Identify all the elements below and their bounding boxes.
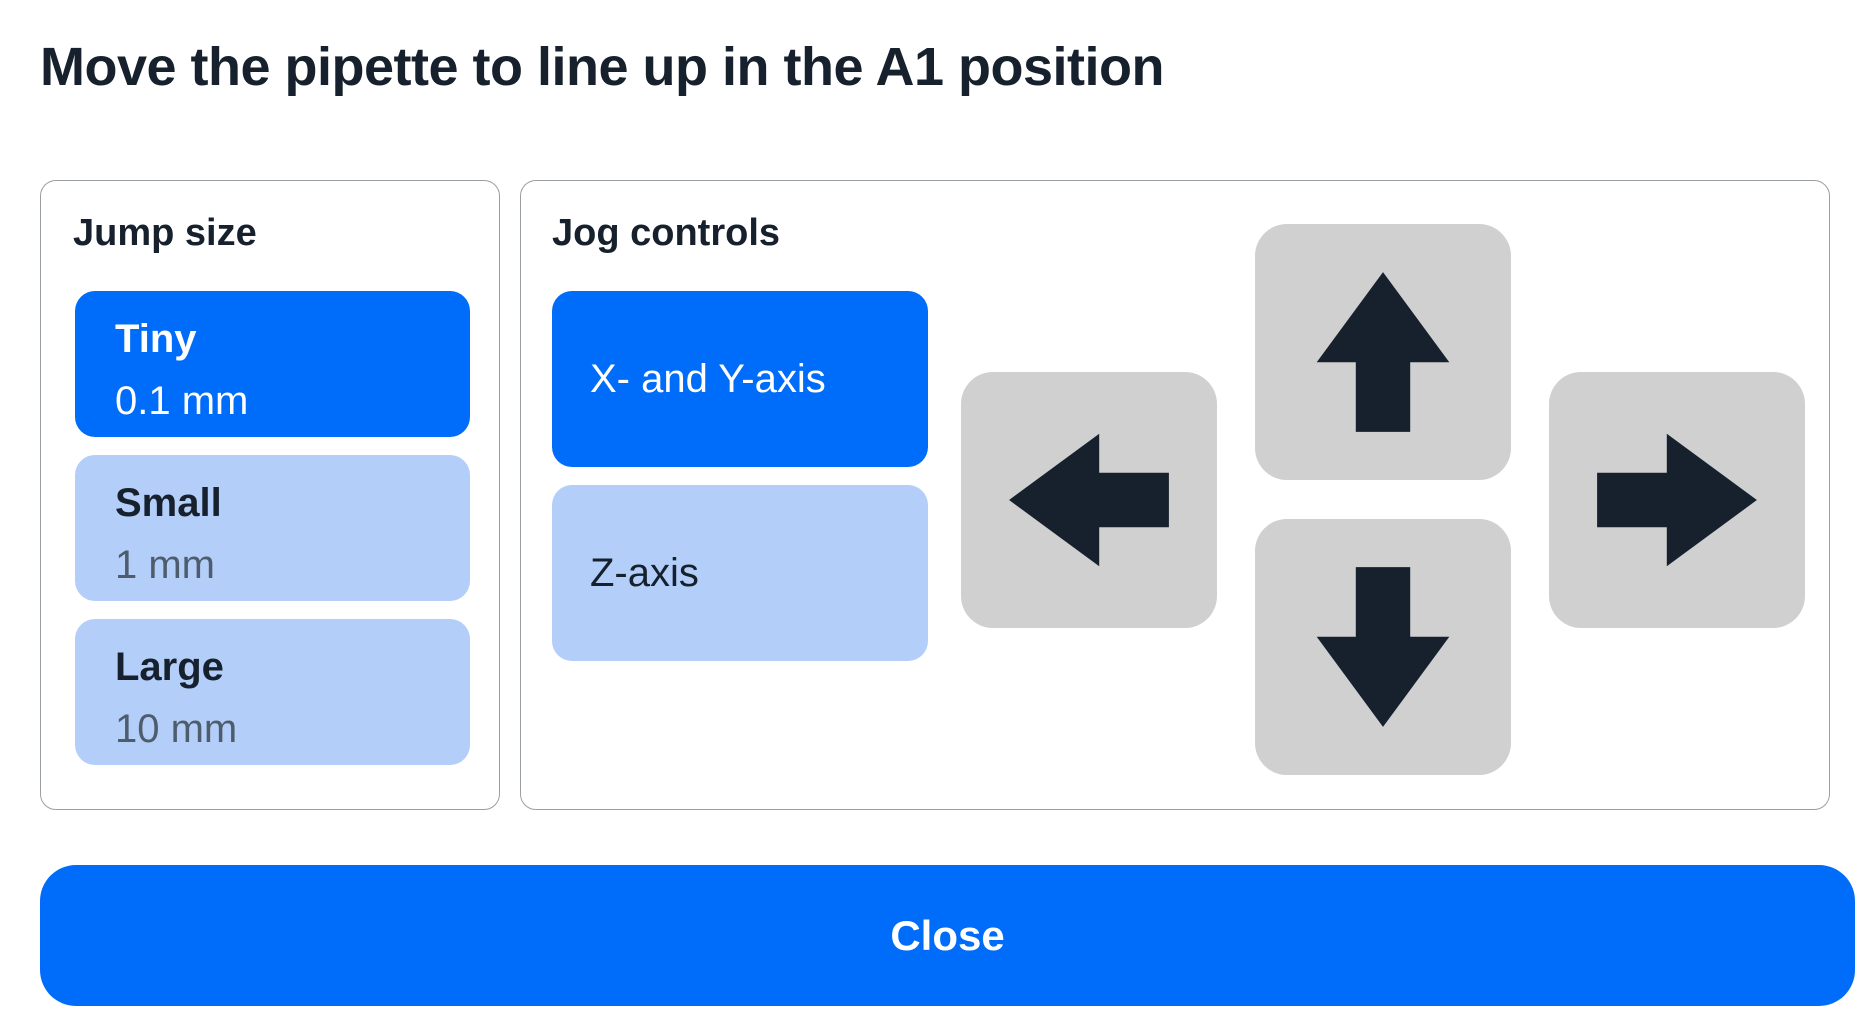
axis-option-label: Z-axis	[590, 550, 699, 595]
jump-size-option-name: Large	[115, 645, 224, 689]
jump-size-option-name: Small	[115, 481, 222, 525]
arrow-left-icon	[1004, 415, 1174, 585]
jump-size-option-name: Tiny	[115, 317, 197, 361]
arrow-right-icon	[1592, 415, 1762, 585]
axis-option-z[interactable]: Z-axis	[552, 485, 928, 661]
jump-size-option-large[interactable]: Large 10 mm	[75, 619, 470, 765]
move-pipette-modal: Move the pipette to line up in the A1 po…	[0, 35, 1874, 1024]
jump-size-panel: Jump size Tiny 0.1 mm Small 1 mm Large 1…	[40, 180, 500, 810]
jog-left-button[interactable]	[961, 372, 1217, 628]
axis-option-xy[interactable]: X- and Y-axis	[552, 291, 928, 467]
jump-size-option-tiny[interactable]: Tiny 0.1 mm	[75, 291, 470, 437]
jog-controls-label: Jog controls	[552, 212, 781, 254]
page-title: Move the pipette to line up in the A1 po…	[40, 37, 1165, 97]
jog-down-button[interactable]	[1255, 519, 1511, 775]
jump-size-option-value: 10 mm	[115, 707, 238, 751]
arrow-down-icon	[1298, 562, 1468, 732]
jog-up-button[interactable]	[1255, 224, 1511, 480]
jump-size-option-value: 0.1 mm	[115, 379, 249, 423]
jump-size-label: Jump size	[73, 212, 257, 254]
arrow-up-icon	[1298, 267, 1468, 437]
axis-option-label: X- and Y-axis	[590, 356, 826, 401]
controls-row: Jump size Tiny 0.1 mm Small 1 mm Large 1…	[40, 180, 1874, 810]
jog-right-button[interactable]	[1549, 372, 1805, 628]
close-button[interactable]: Close	[40, 865, 1855, 1006]
jump-size-option-value: 1 mm	[115, 543, 215, 587]
jump-size-option-small[interactable]: Small 1 mm	[75, 455, 470, 601]
jog-controls-panel: Jog controls X- and Y-axis Z-axis	[520, 180, 1830, 810]
